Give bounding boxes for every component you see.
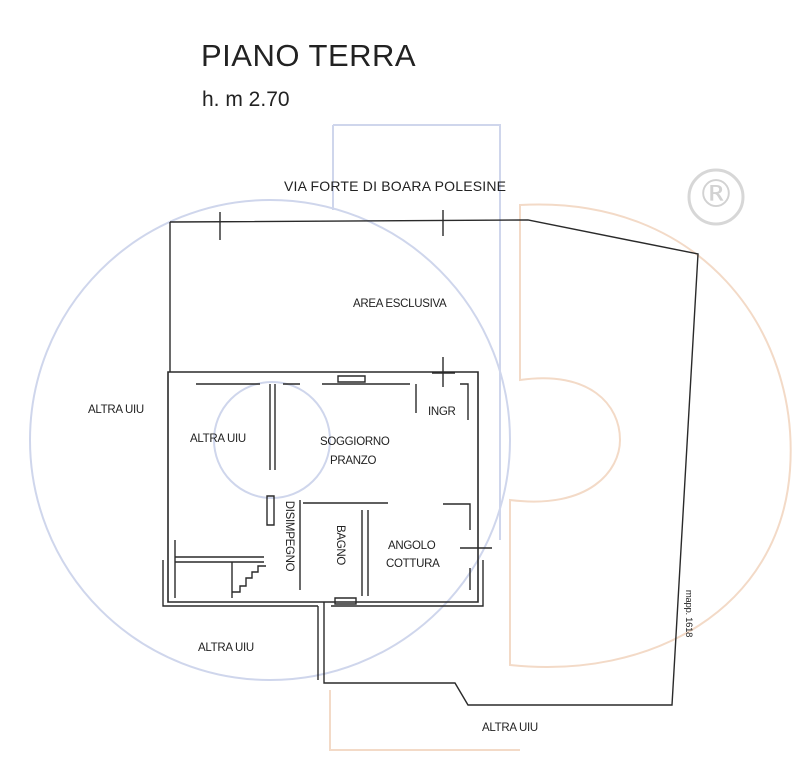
- page-title: PIANO TERRA: [201, 38, 417, 73]
- registered-mark-icon: ®: [697, 172, 735, 216]
- neighbor-label-left: ALTRA UIU: [88, 404, 144, 416]
- room-label-angolo: ANGOLO: [388, 540, 436, 552]
- room-label-altra-uiu-inner: ALTRA UIU: [190, 433, 246, 445]
- street-label: VIA FORTE DI BOARA POLESINE: [284, 178, 507, 194]
- room-label-pranzo: PRANZO: [330, 455, 377, 467]
- neighbor-label-bottom: ALTRA UIU: [482, 722, 538, 734]
- mappale-note: mapp. 1618: [683, 589, 695, 638]
- watermark-logo: [29, 124, 792, 751]
- room-label-soggiorno: SOGGIORNO: [320, 436, 390, 448]
- room-label-bagno: BAGNO: [334, 524, 347, 566]
- plan-lines: [162, 210, 699, 706]
- room-label-ingresso: INGR: [428, 406, 456, 418]
- neighbor-label-bottom-left: ALTRA UIU: [198, 642, 254, 654]
- room-label-cottura: COTTURA: [386, 558, 440, 570]
- room-label-disimpegno: DISIMPEGNO: [283, 500, 296, 572]
- ceiling-height-note: h. m 2.70: [202, 88, 290, 111]
- room-label-area-esclusiva: AREA ESCLUSIVA: [353, 298, 447, 310]
